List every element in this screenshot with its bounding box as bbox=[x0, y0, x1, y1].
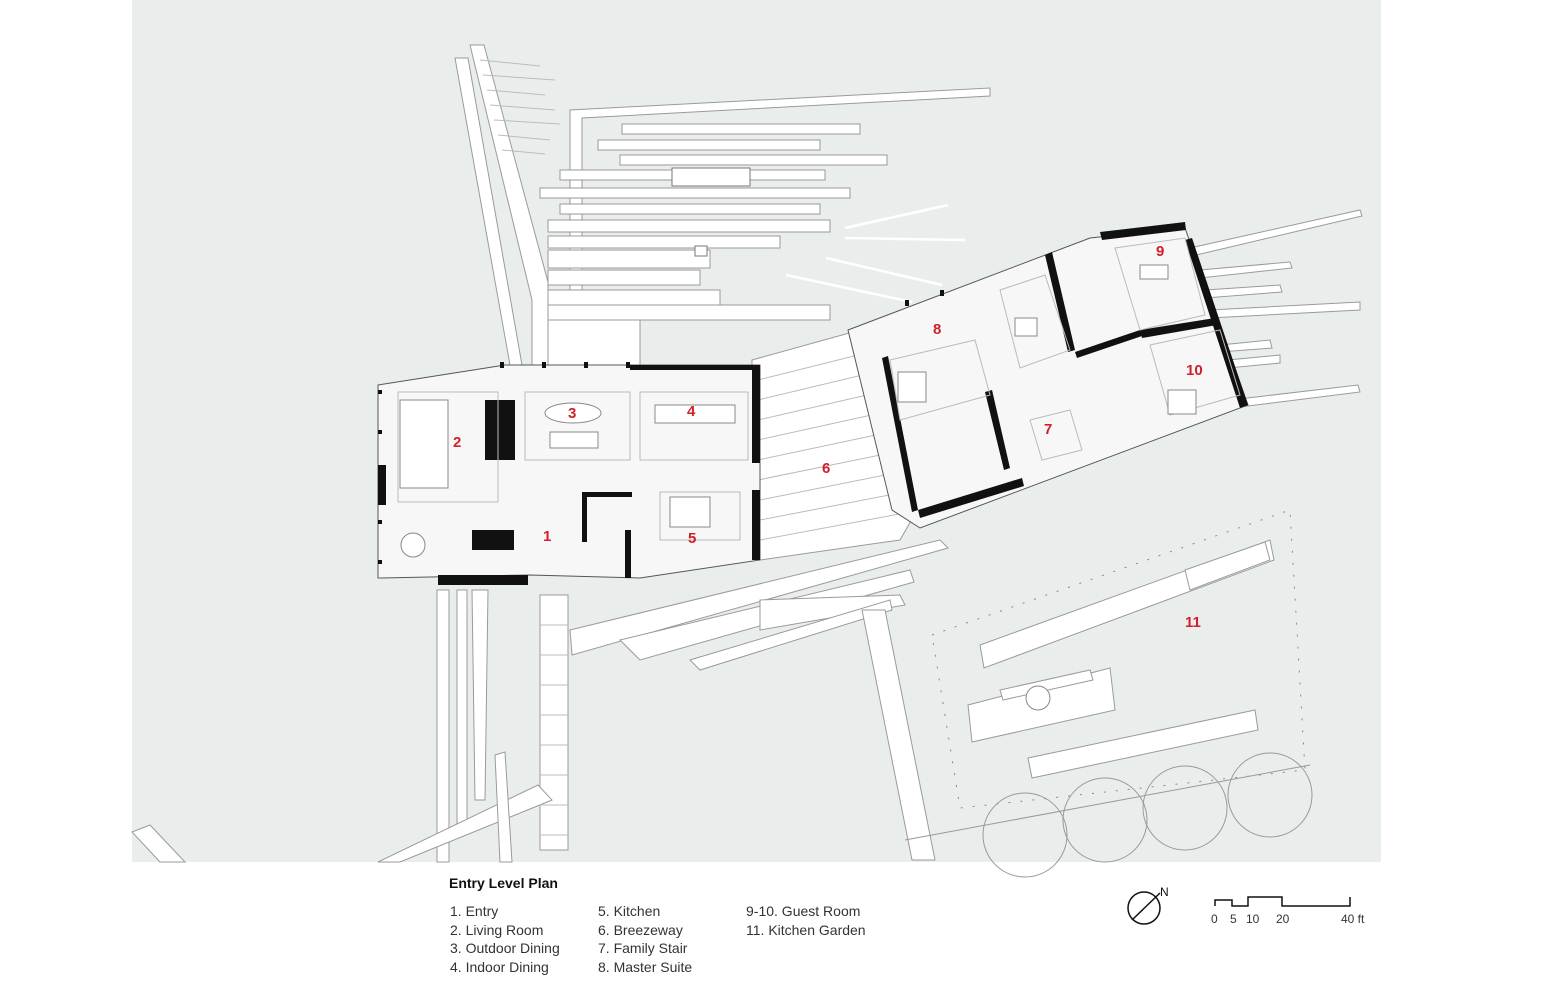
scale-bar bbox=[1214, 896, 1351, 907]
scale-label-5: 5 bbox=[1230, 912, 1237, 926]
scale-label-10: 10 bbox=[1246, 912, 1260, 926]
scale-label-40: 40 ft bbox=[1341, 912, 1365, 926]
room-number-3: 3 bbox=[568, 405, 576, 422]
docks-east bbox=[1189, 209, 1363, 409]
main-house bbox=[377, 364, 761, 585]
legend-column-3: 9-10. Guest Room 11. Kitchen Garden bbox=[746, 902, 866, 939]
legend-column-2: 5. Kitchen 6. Breezeway 7. Family Stair … bbox=[598, 902, 692, 976]
legend-item: 9-10. Guest Room bbox=[746, 903, 861, 919]
legend-item: 5. Kitchen bbox=[598, 903, 661, 919]
north-label: N bbox=[1160, 885, 1169, 899]
breezeway-slats bbox=[757, 351, 911, 541]
guest-wing bbox=[847, 222, 1249, 529]
room-number-9: 9 bbox=[1156, 243, 1164, 260]
legend-item: 8. Master Suite bbox=[598, 958, 693, 975]
legend-item: 2. Living Room bbox=[450, 921, 544, 938]
room-number-6: 6 bbox=[822, 460, 830, 477]
plan-title: Entry Level Plan bbox=[449, 875, 558, 891]
room-number-7: 7 bbox=[1044, 421, 1052, 438]
boardwalk-north bbox=[454, 44, 991, 561]
room-number-4: 4 bbox=[687, 403, 696, 420]
room-number-labels: 1 2 3 4 5 6 7 8 9 10 11 bbox=[453, 243, 1203, 631]
boardwalk-south bbox=[131, 589, 936, 863]
north-arrow-icon bbox=[1127, 891, 1161, 925]
column-markers bbox=[378, 290, 944, 564]
boardwalk-slats-south bbox=[540, 624, 568, 836]
room-number-1: 1 bbox=[543, 528, 551, 545]
kitchen-garden bbox=[904, 509, 1313, 878]
room-number-8: 8 bbox=[933, 321, 941, 338]
legend-item: 3. Outdoor Dining bbox=[450, 940, 560, 956]
room-number-10: 10 bbox=[1186, 362, 1203, 379]
outdoor-table bbox=[671, 167, 751, 257]
legend-item: 7. Family Stair bbox=[598, 940, 688, 956]
room-number-2: 2 bbox=[453, 434, 461, 451]
room-number-11: 11 bbox=[1185, 614, 1201, 631]
legend-item: 1. Entry bbox=[450, 903, 499, 919]
legend-item: 4. Indoor Dining bbox=[450, 958, 549, 975]
deck-slats-north bbox=[479, 59, 561, 155]
wind-lines bbox=[785, 203, 966, 304]
scale-label-20: 20 bbox=[1276, 912, 1290, 926]
legend-item: 11. Kitchen Garden bbox=[746, 921, 866, 938]
scale-label-0: 0 bbox=[1211, 912, 1218, 926]
legend-column-1: 1. Entry 2. Living Room 3. Outdoor Dinin… bbox=[450, 902, 560, 976]
legend-item: 6. Breezeway bbox=[598, 921, 683, 938]
room-number-5: 5 bbox=[688, 530, 696, 547]
